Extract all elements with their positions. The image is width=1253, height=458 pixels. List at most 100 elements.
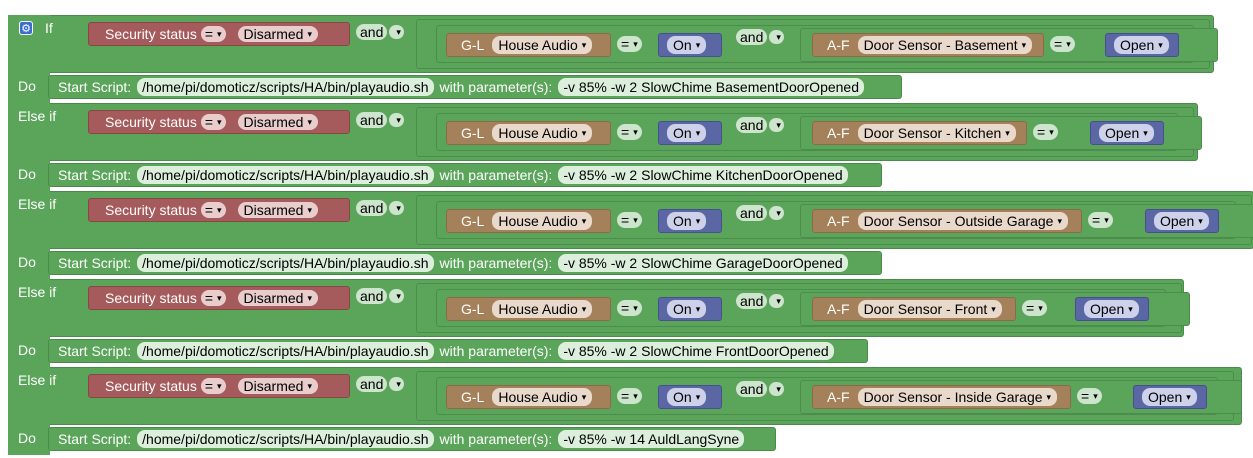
security-operator-dropdown[interactable]: =▾ xyxy=(200,114,226,130)
sensor-state-block[interactable]: Open▾ xyxy=(1090,121,1164,145)
state-dropdown[interactable]: On▾ xyxy=(667,124,707,142)
security-value-dropdown[interactable]: Disarmed▾ xyxy=(237,114,318,130)
audio-state-block[interactable]: On▾ xyxy=(658,33,722,57)
and-dropdown[interactable]: and xyxy=(356,24,388,40)
and-dropdown[interactable]: and xyxy=(356,376,388,392)
script-path-field[interactable]: /home/pi/domoticz/scripts/HA/bin/playaud… xyxy=(137,166,434,184)
audio-operator[interactable]: =▾ xyxy=(617,212,642,228)
and-operator[interactable]: and▾ xyxy=(736,381,784,397)
and-operator[interactable]: and▾ xyxy=(356,376,404,392)
and-dropdown[interactable]: and xyxy=(736,381,768,397)
audio-operator-dropdown[interactable]: =▾ xyxy=(617,388,642,404)
sensor-dropdown[interactable]: Door Sensor - Outside Garage▾ xyxy=(857,212,1068,230)
sensor-dropdown[interactable]: Door Sensor - Inside Garage▾ xyxy=(857,388,1058,406)
device-dropdown[interactable]: House Audio▾ xyxy=(492,124,593,142)
start-script-block[interactable]: Start Script:/home/pi/domoticz/scripts/H… xyxy=(48,251,882,275)
state-dropdown[interactable]: On▾ xyxy=(667,212,707,230)
state-dropdown[interactable]: On▾ xyxy=(667,300,707,318)
and-operator[interactable]: and▾ xyxy=(356,112,404,128)
audio-operator-dropdown[interactable]: =▾ xyxy=(617,212,642,228)
script-path-field[interactable]: /home/pi/domoticz/scripts/HA/bin/playaud… xyxy=(137,78,434,96)
and-arrow-box[interactable]: ▾ xyxy=(389,25,404,39)
audio-operator[interactable]: =▾ xyxy=(617,124,642,140)
device-dropdown[interactable]: House Audio▾ xyxy=(492,388,593,406)
and-dropdown[interactable]: and xyxy=(356,112,388,128)
and-arrow-box[interactable]: ▾ xyxy=(389,377,404,391)
and-dropdown[interactable]: and xyxy=(736,293,768,309)
security-operator-dropdown[interactable]: =▾ xyxy=(200,290,226,306)
state-dropdown[interactable]: On▾ xyxy=(667,388,707,406)
sensor-state-block[interactable]: Open▾ xyxy=(1133,385,1207,409)
script-path-field[interactable]: /home/pi/domoticz/scripts/HA/bin/playaud… xyxy=(137,430,434,448)
and-operator[interactable]: and▾ xyxy=(736,205,784,221)
and-arrow-box[interactable]: ▾ xyxy=(769,118,784,132)
sensor-operator[interactable]: =▾ xyxy=(1033,124,1058,140)
sensor-dropdown[interactable]: Door Sensor - Front▾ xyxy=(857,300,1002,318)
audio-operator-dropdown[interactable]: =▾ xyxy=(617,124,642,140)
security-value-dropdown[interactable]: Disarmed▾ xyxy=(237,202,318,218)
security-value-dropdown[interactable]: Disarmed▾ xyxy=(237,378,318,394)
audio-operator[interactable]: =▾ xyxy=(617,300,642,316)
parameters-field[interactable]: -v 85% -w 2 SlowChime GarageDoorOpened xyxy=(558,254,848,272)
security-operator-dropdown[interactable]: =▾ xyxy=(200,202,226,218)
security-value-dropdown[interactable]: Disarmed▾ xyxy=(237,290,318,306)
and-operator[interactable]: and▾ xyxy=(736,117,784,133)
device-dropdown[interactable]: House Audio▾ xyxy=(492,300,593,318)
parameters-field[interactable]: -v 85% -w 14 AuldLangSyne xyxy=(558,430,745,448)
and-dropdown[interactable]: and xyxy=(736,29,768,45)
sensor-operator-dropdown[interactable]: =▾ xyxy=(1033,124,1058,140)
audio-state-block[interactable]: On▾ xyxy=(658,121,722,145)
and-arrow-box[interactable]: ▾ xyxy=(769,294,784,308)
sensor-state-block[interactable]: Open▾ xyxy=(1145,209,1219,233)
sensor-dropdown[interactable]: Door Sensor - Kitchen▾ xyxy=(857,124,1016,142)
and-operator[interactable]: and▾ xyxy=(356,288,404,304)
start-script-block[interactable]: Start Script:/home/pi/domoticz/scripts/H… xyxy=(48,75,902,99)
audio-operator[interactable]: =▾ xyxy=(617,36,642,52)
sensor-operator-dropdown[interactable]: =▾ xyxy=(1050,36,1075,52)
and-operator[interactable]: and▾ xyxy=(736,29,784,45)
security-status-block[interactable]: Security status=▾Disarmed▾ xyxy=(88,22,350,46)
and-dropdown[interactable]: and xyxy=(736,117,768,133)
and-dropdown[interactable]: and xyxy=(356,200,388,216)
sensor-operator[interactable]: =▾ xyxy=(1088,212,1113,228)
start-script-block[interactable]: Start Script:/home/pi/domoticz/scripts/H… xyxy=(48,427,776,451)
state-dropdown[interactable]: Open▾ xyxy=(1154,212,1209,230)
sensor-operator[interactable]: =▾ xyxy=(1022,300,1047,316)
security-status-block[interactable]: Security status=▾Disarmed▾ xyxy=(88,374,350,398)
state-dropdown[interactable]: Open▾ xyxy=(1084,300,1139,318)
audio-operator-dropdown[interactable]: =▾ xyxy=(617,36,642,52)
parameters-field[interactable]: -v 85% -w 2 SlowChime KitchenDoorOpened xyxy=(558,166,848,184)
security-status-block[interactable]: Security status=▾Disarmed▾ xyxy=(88,198,350,222)
sensor-dropdown[interactable]: Door Sensor - Basement▾ xyxy=(857,36,1033,54)
security-status-block[interactable]: Security status=▾Disarmed▾ xyxy=(88,110,350,134)
state-dropdown[interactable]: Open▾ xyxy=(1114,36,1169,54)
sensor-operator[interactable]: =▾ xyxy=(1050,36,1075,52)
start-script-block[interactable]: Start Script:/home/pi/domoticz/scripts/H… xyxy=(48,339,868,363)
audio-operator[interactable]: =▾ xyxy=(617,388,642,404)
and-arrow-box[interactable]: ▾ xyxy=(389,201,404,215)
and-arrow-box[interactable]: ▾ xyxy=(389,113,404,127)
device-dropdown[interactable]: House Audio▾ xyxy=(492,36,593,54)
sensor-operator-dropdown[interactable]: =▾ xyxy=(1022,300,1047,316)
sensor-state-block[interactable]: Open▾ xyxy=(1075,297,1149,321)
state-dropdown[interactable]: Open▾ xyxy=(1142,388,1197,406)
security-operator-dropdown[interactable]: =▾ xyxy=(200,26,226,42)
parameters-field[interactable]: -v 85% -w 2 SlowChime FrontDoorOpened xyxy=(558,342,834,360)
and-arrow-box[interactable]: ▾ xyxy=(769,30,784,44)
gear-icon[interactable]: ⚙ xyxy=(19,21,33,35)
and-operator[interactable]: and▾ xyxy=(736,293,784,309)
audio-state-block[interactable]: On▾ xyxy=(658,297,722,321)
state-dropdown[interactable]: Open▾ xyxy=(1099,124,1154,142)
and-dropdown[interactable]: and xyxy=(736,205,768,221)
